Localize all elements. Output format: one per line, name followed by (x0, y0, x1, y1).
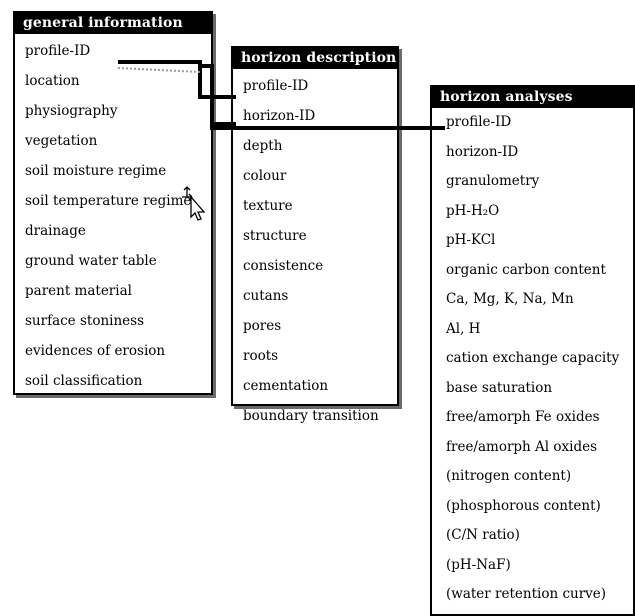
field-cementation[interactable]: cementation (243, 378, 329, 394)
field-depth[interactable]: depth (243, 138, 283, 154)
table-title[interactable]: horizon description (233, 48, 397, 69)
field-soil-classification[interactable]: soil classification (25, 373, 143, 389)
field-horizon-id[interactable]: horizon-ID (243, 108, 316, 124)
table-horizon-analyses[interactable]: horizon analyses profile-ID horizon-ID g… (430, 85, 635, 616)
field-water-retention-curve[interactable]: (water retention curve) (446, 586, 607, 602)
move-cursor-icon (182, 186, 206, 221)
field-al-h[interactable]: Al, H (446, 320, 481, 337)
field-parent-material[interactable]: parent material (25, 283, 132, 299)
field-structure[interactable]: structure (243, 228, 307, 244)
field-base-saturation[interactable]: base saturation (446, 379, 553, 396)
field-cn-ratio[interactable]: (C/N ratio) (446, 527, 520, 543)
field-list: profile-ID location physiography vegetat… (15, 34, 211, 396)
field-profile-id[interactable]: profile-ID (446, 114, 512, 130)
field-ground-water-table[interactable]: ground water table (25, 253, 157, 269)
field-ph-h2o[interactable]: pH-H₂O (446, 202, 500, 219)
field-physiography[interactable]: physiography (25, 103, 118, 119)
field-profile-id[interactable]: profile-ID (243, 78, 309, 94)
field-cation-exchange-capacity[interactable]: cation exchange capacity (446, 350, 620, 366)
field-evidences-of-erosion[interactable]: evidences of erosion (25, 343, 166, 359)
field-free-amorph-al-oxides[interactable]: free/amorph Al oxides (446, 438, 598, 455)
field-organic-carbon-content[interactable]: organic carbon content (446, 261, 606, 278)
table-horizon-description[interactable]: horizon description profile-ID horizon-I… (231, 46, 399, 424)
field-cations[interactable]: Ca, Mg, K, Na, Mn (446, 291, 574, 307)
field-pores[interactable]: pores (243, 318, 282, 334)
table-title[interactable]: horizon analyses (432, 87, 633, 108)
field-boundary-transition[interactable]: boundary transition (243, 408, 379, 424)
field-ph-kcl[interactable]: pH-KCl (446, 232, 496, 248)
field-soil-moisture-regime[interactable]: soil moisture regime (25, 163, 167, 179)
field-list: profile-ID horizon-ID depth colour textu… (233, 69, 397, 431)
field-granulometry[interactable]: granulometry (446, 173, 540, 189)
table-title[interactable]: general information (15, 13, 211, 34)
field-horizon-id[interactable]: horizon-ID (446, 143, 519, 160)
field-free-amorph-fe-oxides[interactable]: free/amorph Fe oxides (446, 409, 600, 425)
field-location[interactable]: location (25, 73, 80, 89)
field-consistence[interactable]: consistence (243, 258, 324, 274)
field-colour[interactable]: colour (243, 168, 287, 184)
field-surface-stoniness[interactable]: surface stoniness (25, 313, 144, 329)
field-cutans[interactable]: cutans (243, 288, 289, 304)
field-phosphorous-content[interactable]: (phosphorous content) (446, 497, 601, 514)
field-ph-naf[interactable]: (pH-NaF) (446, 556, 511, 573)
field-drainage[interactable]: drainage (25, 223, 86, 239)
field-texture[interactable]: texture (243, 198, 293, 214)
field-profile-id[interactable]: profile-ID (25, 43, 91, 59)
field-nitrogen-content[interactable]: (nitrogen content) (446, 468, 572, 484)
field-roots[interactable]: roots (243, 348, 279, 364)
field-list: profile-ID horizon-ID granulometry pH-H₂… (432, 108, 633, 610)
field-vegetation[interactable]: vegetation (25, 133, 98, 149)
field-soil-temperature-regime[interactable]: soil temperature regime (25, 193, 192, 209)
